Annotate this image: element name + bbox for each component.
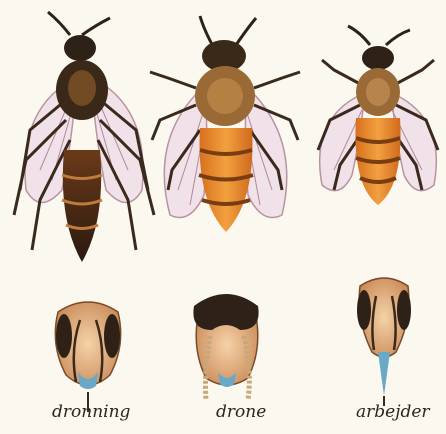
- drone-bee: [150, 16, 300, 232]
- drone-head-front-view: [193, 294, 258, 400]
- drone-compound-eyes: [193, 294, 258, 330]
- queen-antenna-right: [82, 18, 110, 35]
- worker-antenna-left: [348, 26, 370, 45]
- queen-bee: [14, 12, 154, 262]
- caption-drone: drone: [216, 402, 266, 426]
- queen-head: [64, 35, 96, 61]
- queen-eye-right: [104, 314, 120, 358]
- queen-antenna-left: [48, 12, 70, 35]
- worker-eye-left: [357, 290, 371, 330]
- queen-eye-left: [56, 314, 72, 358]
- caption-queen: dronning: [52, 402, 130, 426]
- worker-head: [362, 46, 394, 70]
- worker-bee: [318, 26, 438, 205]
- worker-antenna-right: [386, 30, 410, 45]
- caption-worker: arbejder: [356, 402, 430, 426]
- worker-eye-right: [397, 290, 411, 330]
- worker-proboscis: [378, 352, 390, 396]
- queen-head-front-view: [55, 302, 120, 412]
- worker-head-front-view: [357, 278, 411, 406]
- queen-abdomen: [63, 150, 101, 262]
